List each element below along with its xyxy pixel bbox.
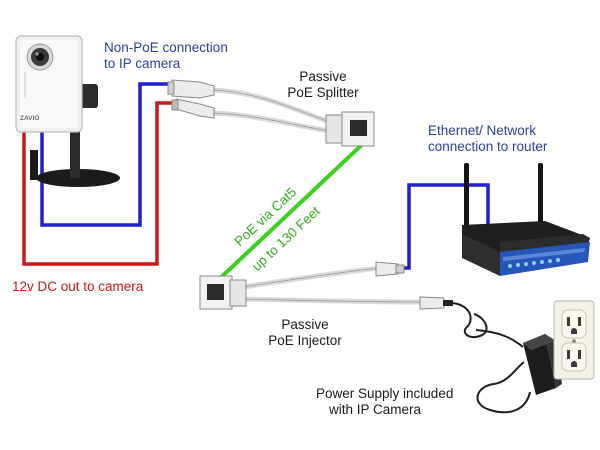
dc-out-label: 12v DC out to camera <box>12 279 144 294</box>
power-supply-label: Power Supply included with IP Camera <box>316 386 454 417</box>
cat5-poe-link <box>212 137 370 286</box>
wireless-router <box>462 163 590 276</box>
poe-splitter <box>167 79 375 147</box>
poe-injector <box>199 261 453 310</box>
camera-brand-text: ZAVIO <box>20 115 39 122</box>
wall-outlet <box>553 300 595 380</box>
camera-connection-label: Non-PoE connection to IP camera <box>104 40 228 71</box>
router-antenna-left <box>464 163 469 228</box>
router-antenna-right <box>538 163 543 228</box>
power-supply <box>451 302 562 414</box>
ip-camera: ZAVIO <box>15 35 120 187</box>
splitter-label: Passive PoE Splitter <box>287 69 359 100</box>
router-connection-label: Ethernet/ Network connection to router <box>428 123 548 154</box>
injector-label: Passive PoE Injector <box>268 317 342 348</box>
dc-wire-camera <box>22 101 172 266</box>
ethernet-wire-camera <box>40 82 172 227</box>
